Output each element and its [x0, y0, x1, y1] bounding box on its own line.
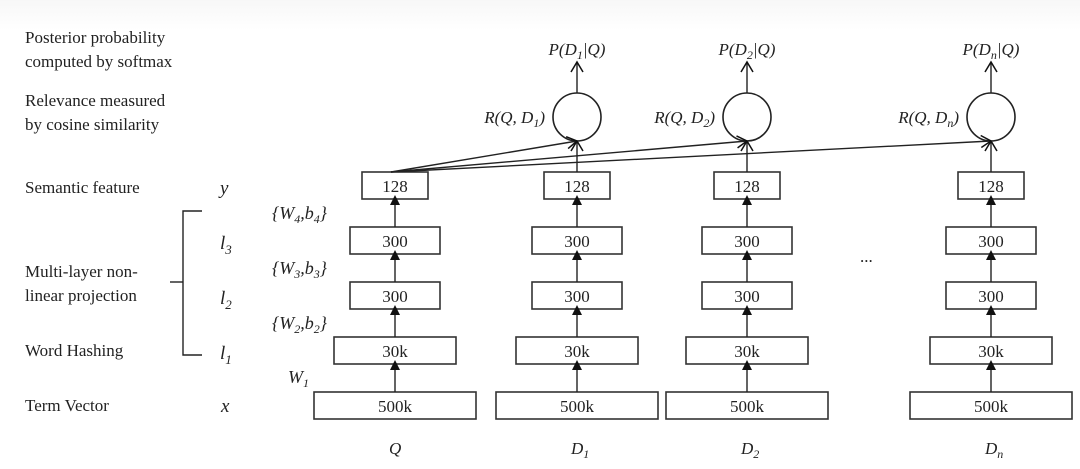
var-l1: l1 — [220, 343, 232, 367]
weight-label-w2: {W2,b2} — [272, 313, 328, 336]
query-to-relevance-line — [390, 136, 579, 173]
layer-size-label: 300 — [382, 232, 408, 251]
var-l3: l3 — [220, 233, 232, 257]
bracket-line — [182, 210, 202, 356]
layer-size-label: 500k — [378, 397, 413, 416]
relevance-label: R(Q, D2) — [653, 108, 715, 130]
posterior-label-line1: Posterior probability — [25, 28, 166, 47]
layer-bracket — [170, 210, 202, 356]
cosine-similarity-node — [552, 92, 602, 142]
layer-size-label: 128 — [978, 177, 1004, 196]
weight-label-w1: W1 — [288, 367, 309, 390]
posterior-label: P(D2|Q) — [718, 40, 776, 62]
column-label: Dn — [984, 439, 1003, 461]
column-label: D2 — [740, 439, 759, 461]
layer-size-label: 128 — [734, 177, 760, 196]
layer-variables: y l3 l2 l1 x — [218, 178, 232, 417]
column-label: Q — [389, 439, 401, 458]
cosine-connections — [390, 134, 993, 173]
layer-box-300 — [349, 281, 441, 310]
layer-size-label: 500k — [560, 397, 595, 416]
left-labels: Posterior probability computed by softma… — [25, 28, 173, 415]
query-to-relevance-line — [390, 134, 993, 173]
layer-size-label: 300 — [734, 287, 760, 306]
layer-size-label: 128 — [564, 177, 590, 196]
layer-size-label: 300 — [382, 287, 408, 306]
cosine-similarity-node — [966, 92, 1016, 142]
layer-box-30k — [685, 336, 809, 365]
layer-box-128 — [957, 171, 1025, 200]
multilayer-label-line1: Multi-layer non- — [25, 262, 138, 281]
layer-box-500k — [909, 391, 1073, 420]
layer-box-300 — [531, 281, 623, 310]
layer-box-30k — [929, 336, 1053, 365]
posterior-label-line2: computed by softmax — [25, 52, 173, 71]
layer-size-label: 30k — [734, 342, 760, 361]
layer-box-300 — [349, 226, 441, 255]
layer-size-label: 500k — [974, 397, 1009, 416]
semantic-feature-label: Semantic feature — [25, 178, 140, 197]
word-hashing-label: Word Hashing — [25, 341, 124, 360]
layer-box-500k — [313, 391, 477, 420]
layer-size-label: 30k — [382, 342, 408, 361]
layer-size-label: 128 — [382, 177, 408, 196]
posterior-label: P(Dn|Q) — [962, 40, 1020, 62]
column-label: D1 — [570, 439, 589, 461]
term-vector-label: Term Vector — [25, 396, 109, 415]
relevance-label: R(Q, D1) — [483, 108, 545, 130]
var-x: x — [220, 396, 230, 417]
relevance-label-line2: by cosine similarity — [25, 115, 160, 134]
posterior-label: P(D1|Q) — [548, 40, 606, 62]
layer-box-500k — [665, 391, 829, 420]
layer-size-label: 30k — [564, 342, 590, 361]
layer-size-label: 300 — [734, 232, 760, 251]
cosine-similarity-node — [722, 92, 772, 142]
layer-size-label: 300 — [978, 232, 1004, 251]
layer-size-label: 300 — [564, 287, 590, 306]
relevance-label-line1: Relevance measured — [25, 91, 166, 110]
multilayer-label-line2: linear projection — [25, 286, 137, 305]
layer-size-label: 300 — [978, 287, 1004, 306]
var-l2: l2 — [220, 288, 232, 312]
weight-label-w3: {W3,b3} — [272, 258, 328, 281]
query-to-relevance-line — [390, 135, 749, 173]
weight-label-w4: {W4,b4} — [272, 203, 328, 226]
layer-size-label: 500k — [730, 397, 765, 416]
relevance-label: R(Q, Dn) — [897, 108, 959, 130]
weight-labels: {W4,b4} {W3,b3} {W2,b2} W1 — [272, 203, 328, 390]
ellipsis: ... — [860, 247, 873, 266]
layer-size-label: 30k — [978, 342, 1004, 361]
var-y: y — [218, 178, 229, 199]
layer-size-label: 300 — [564, 232, 590, 251]
layer-box-500k — [495, 391, 659, 420]
layer-box-300 — [701, 226, 793, 255]
